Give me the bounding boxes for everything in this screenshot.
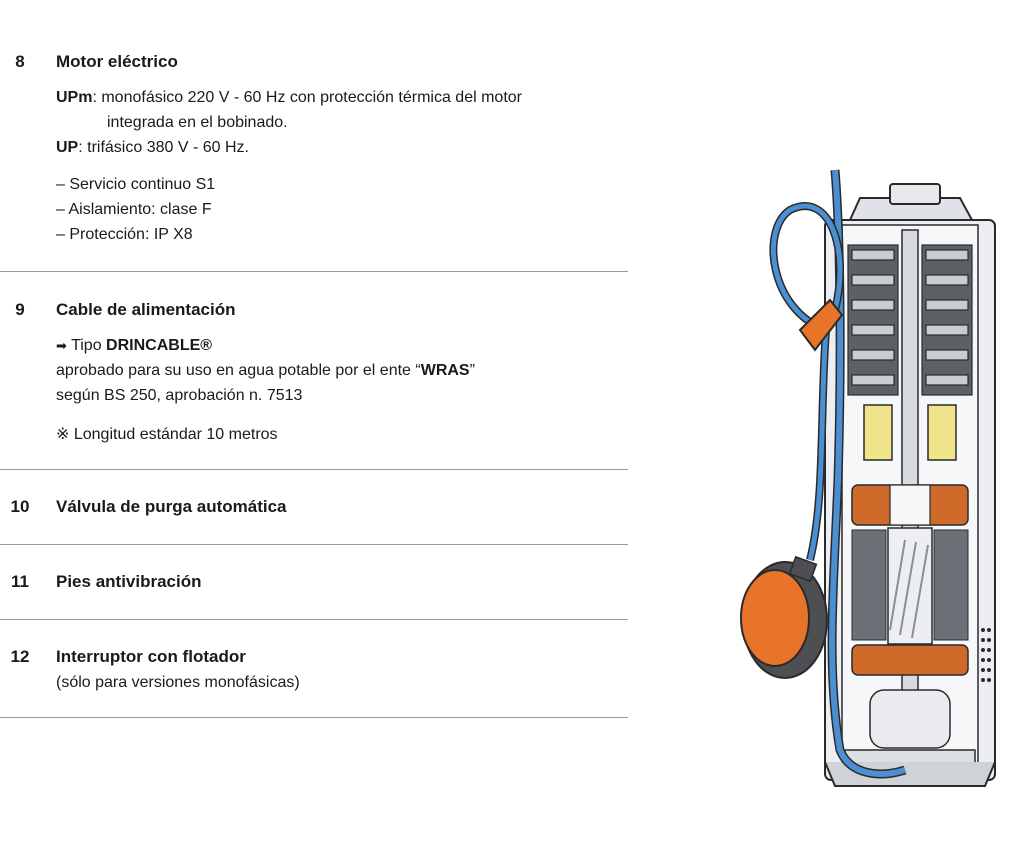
arrow-icon: ➡: [56, 338, 67, 353]
upm-line-cont: integrada en el bobinado.: [107, 114, 288, 131]
upm-line: UPm: monofásico 220 V - 60 Hz con protec…: [56, 89, 522, 107]
cable-clamp: [798, 298, 844, 352]
bullet-item: – Protección: IP X8: [56, 226, 193, 243]
impeller-stages: [847, 244, 973, 396]
approval-entity: WRAS: [420, 362, 470, 379]
approval-suffix: ”: [469, 362, 475, 379]
cooling-slots: [981, 628, 991, 682]
divider: [0, 469, 628, 470]
upm-text: : monofásico 220 V - 60 Hz con protecció…: [92, 89, 522, 106]
section-title: Interruptor con flotador: [56, 647, 246, 666]
section-number: 11: [11, 572, 29, 591]
motor-stator: [851, 529, 969, 641]
bullet-item: – Servicio continuo S1: [56, 176, 216, 193]
divider: [0, 619, 628, 620]
section-title: Cable de alimentación: [56, 300, 236, 319]
type-name: DRINCABLE®: [106, 337, 213, 354]
up-text: : trifásico 380 V - 60 Hz.: [78, 139, 249, 156]
type-prefix: Tipo: [66, 337, 107, 354]
upm-label: UPm: [56, 89, 93, 106]
motor-ring-bottom: [851, 644, 969, 676]
section-number: 12: [10, 647, 30, 666]
seal-right: [927, 404, 957, 461]
section-number: 10: [10, 497, 30, 516]
section-note: (sólo para versiones monofásicas): [56, 674, 300, 691]
section-title: Pies antivibración: [56, 572, 202, 591]
pump-capacitor: [869, 689, 951, 749]
divider: [0, 717, 628, 718]
section-title: Motor eléctrico: [56, 52, 178, 71]
bullet-item: – Aislamiento: clase F: [56, 201, 212, 218]
up-line: UP: trifásico 380 V - 60 Hz.: [56, 139, 249, 157]
length-note: ※ Longitud estándar 10 metros: [56, 426, 278, 443]
divider: [0, 544, 628, 545]
cable-type-line: ➡ Tipo DRINCABLE®: [56, 337, 212, 355]
section-number: 9: [15, 300, 25, 319]
section-title: Válvula de purga automática: [56, 497, 287, 516]
seal-left: [863, 404, 893, 461]
approval-line: aprobado para su uso en agua potable por…: [56, 362, 475, 380]
pump-head: [848, 197, 974, 221]
motor-rotor: [887, 527, 933, 645]
divider: [0, 271, 628, 272]
standard-line: según BS 250, aprobación n. 7513: [56, 387, 303, 404]
pump-cutaway-illustration: [740, 169, 996, 787]
section-number: 8: [15, 52, 25, 71]
up-label: UP: [56, 139, 79, 156]
approval-prefix: aprobado para su uso en agua potable por…: [56, 362, 421, 379]
